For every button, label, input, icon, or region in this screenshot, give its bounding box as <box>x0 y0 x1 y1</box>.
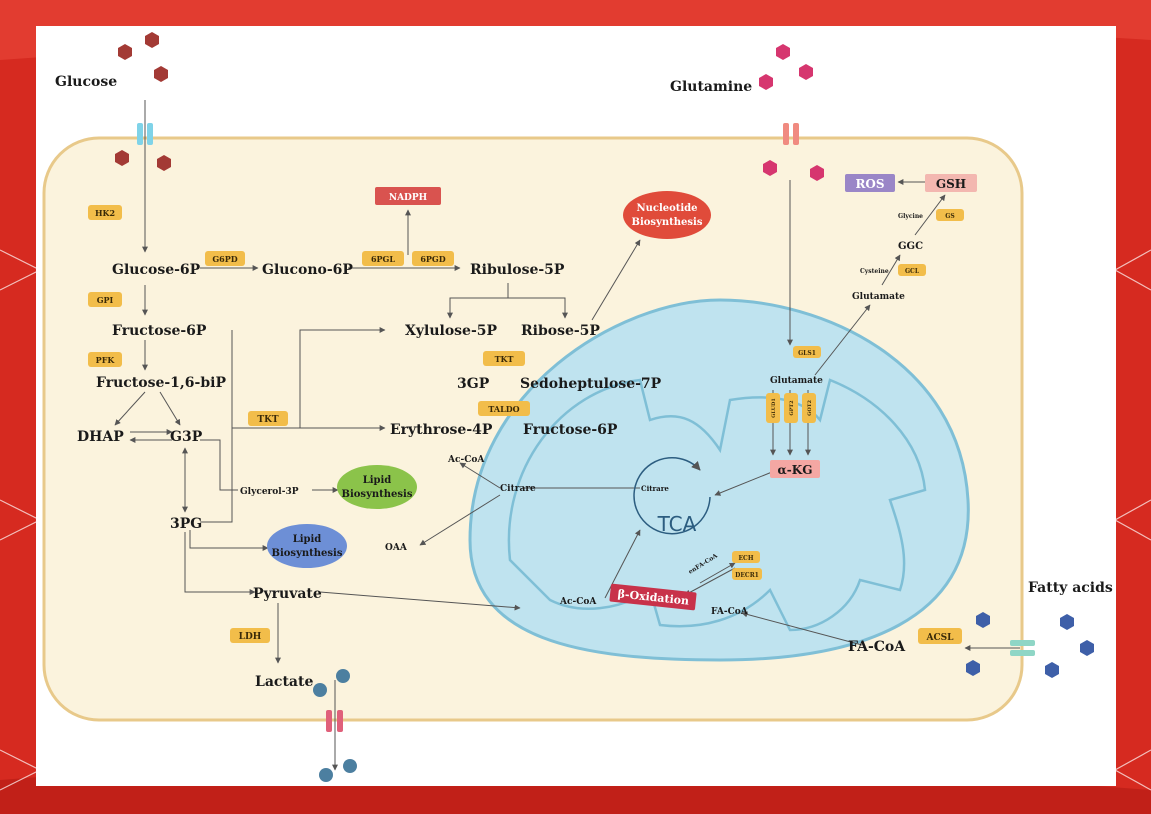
glutamine-label: Glutamine <box>670 79 752 95</box>
gls1-label: GLS1 <box>798 350 816 357</box>
got2-label: GOT2 <box>807 400 813 416</box>
6pgd-label: 6PGD <box>420 254 445 264</box>
lipid1-label-line2: Biosynthesis <box>342 489 413 500</box>
gsh-box <box>925 174 977 192</box>
fa-coa-mito-label: FA-CoA <box>711 607 749 617</box>
glud1-label: GLUD1 <box>771 398 777 418</box>
glycerol-3p-label: Glycerol-3P <box>240 487 299 497</box>
mitochondrion <box>468 298 970 662</box>
glutamate-label: Glutamate <box>852 292 905 302</box>
g6pd-label: G6PD <box>212 254 237 264</box>
gs-label: GS <box>945 213 954 220</box>
fatty-acid-transporter <box>1010 640 1035 656</box>
lipid2-label-line1: Lipid <box>293 534 322 545</box>
3pg-label: 3PG <box>170 516 202 532</box>
ribulose-5p-label: Ribulose-5P <box>470 262 565 278</box>
ac-coa-label: Ac-CoA <box>559 597 597 607</box>
citrate-label: Citrare <box>500 484 536 494</box>
akg-box <box>770 460 820 478</box>
nadph-box <box>375 187 441 205</box>
tca-cycle-arrow <box>633 456 711 535</box>
boxidation-box <box>609 583 697 611</box>
g3p-label: G3P <box>170 429 203 445</box>
pyruvate-label: Pyruvate <box>253 586 322 602</box>
fa-coa-label: FA-CoA <box>848 639 906 655</box>
lipid-biosynthesis-node-1 <box>337 465 417 509</box>
glutamate-mito-label: Glutamate <box>770 376 823 386</box>
erythrose-4p-label: Erythrose-4P <box>390 422 493 438</box>
akg-label: α-KG <box>778 463 813 477</box>
cysteine-label: Cysteine <box>860 268 889 275</box>
fructose-6p-b-label: Fructose-6P <box>523 422 618 438</box>
xylulose-5p-label: Xylulose-5P <box>405 323 497 339</box>
glycine-label: Glycine <box>898 213 923 220</box>
oaa-label: OAA <box>385 543 408 553</box>
lipid-biosynthesis-node-2 <box>267 524 347 568</box>
fatty-acids-label: Fatty acids <box>1028 580 1113 596</box>
decr1-label: DECR1 <box>735 572 759 579</box>
glucose-molecules <box>115 32 171 171</box>
nucleotide-biosynthesis-node <box>623 191 711 239</box>
acsl-label: ACSL <box>926 633 955 643</box>
lactate-transporter <box>326 710 343 732</box>
glucose-6p-label: Glucose-6P <box>112 262 201 278</box>
tkt-left-label: TKT <box>257 415 279 425</box>
glucono-6p-label: Glucono-6P <box>262 262 353 278</box>
nadph-label: NADPH <box>389 193 428 203</box>
fatty-acid-molecules <box>966 612 1094 678</box>
tca-label: TCA <box>657 512 697 536</box>
lactate-molecules <box>313 669 357 782</box>
glutamine-molecules <box>759 44 824 181</box>
lipid1-label-line1: Lipid <box>363 475 392 486</box>
6pgl-label: 6PGL <box>371 254 395 264</box>
sedoheptulose-7p-label: Sedoheptulose-7P <box>520 376 662 392</box>
3gp-label: 3GP <box>457 376 490 392</box>
hk2-label: HK2 <box>95 208 115 218</box>
gcl-label: GCL <box>905 268 920 275</box>
dhap-label: DHAP <box>77 429 124 445</box>
taldo-label: TALDO <box>488 404 519 414</box>
fructose-6p-label: Fructose-6P <box>112 323 207 339</box>
lipid2-label-line2: Biosynthesis <box>272 548 343 559</box>
enzyme-boxes <box>88 205 964 644</box>
ldh-label: LDH <box>239 632 262 642</box>
citrate-mito-label: Citrare <box>641 484 669 493</box>
gsh-label: GSH <box>936 177 966 191</box>
fructose-16bip-label: Fructose-1,6-biP <box>96 375 226 391</box>
pathway-lines <box>114 100 1020 771</box>
nucleotide-label-line2: Biosynthesis <box>632 217 703 228</box>
gpi-label: GPI <box>97 295 114 305</box>
glucose-label: Glucose <box>55 74 117 90</box>
gpt2-label: GPT2 <box>789 400 795 416</box>
nucleotide-label-line1: Nucleotide <box>636 203 697 214</box>
ech-label: ECH <box>738 555 753 562</box>
ros-box <box>845 174 895 192</box>
ros-label: ROS <box>855 177 884 191</box>
pfk-label: PFK <box>96 355 116 365</box>
tkt-label: TKT <box>495 354 514 364</box>
mito-cristae <box>507 378 927 632</box>
ribose-5p-label: Ribose-5P <box>521 323 600 339</box>
glucose-transporter <box>137 123 153 145</box>
ggc-label: GGC <box>898 241 923 252</box>
ac-coa-top-label: Ac-CoA <box>447 455 485 465</box>
lactate-label: Lactate <box>255 674 313 690</box>
glutamine-transporter <box>783 123 799 145</box>
